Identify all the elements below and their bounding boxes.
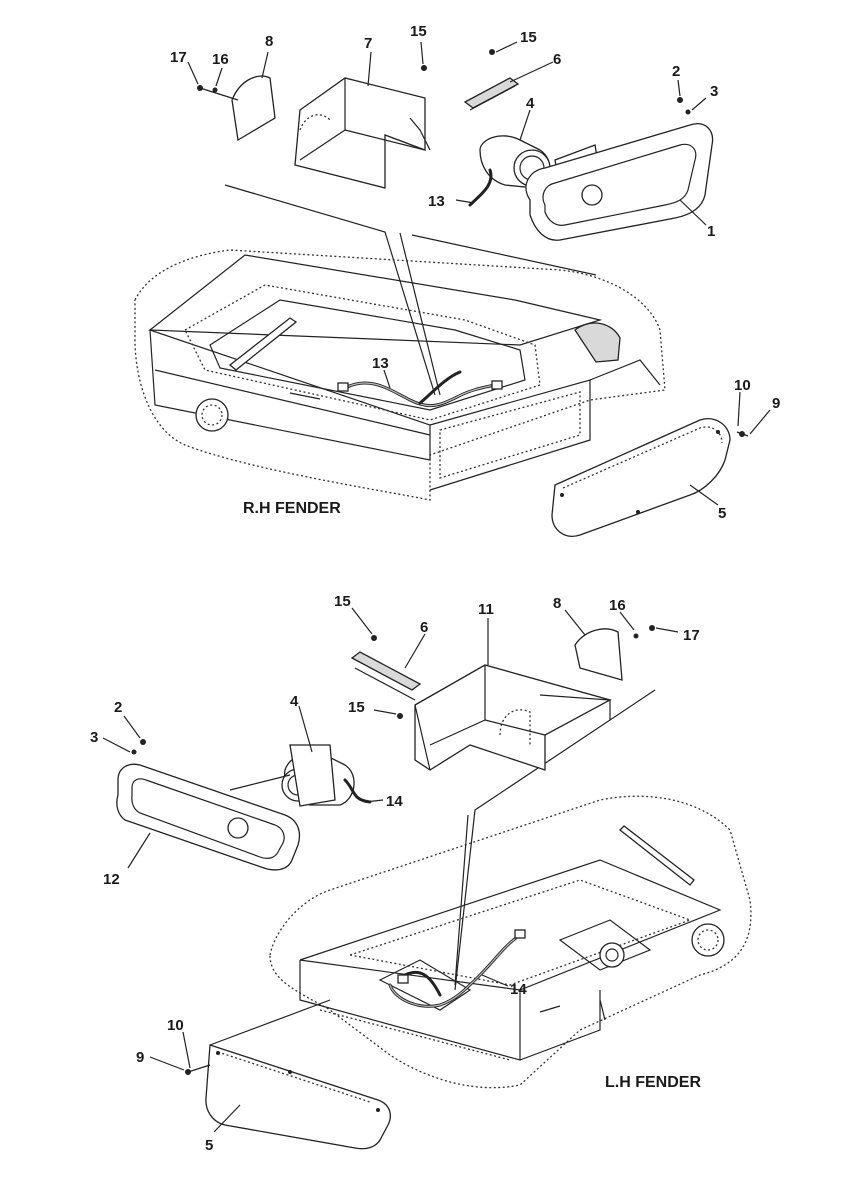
lh-callout-15b: 15 (348, 699, 365, 716)
rh-callout-3: 3 (710, 83, 718, 100)
rh-callout-13: 13 (372, 355, 389, 372)
rh-callout-1: 1 (707, 223, 715, 240)
rh-callout-13-top: 13 (428, 193, 445, 210)
lh-callout-12: 12 (103, 871, 120, 888)
lh-callout-14: 14 (510, 981, 527, 998)
rh-fender-assembly: 17 16 8 7 15 15 6 4 2 3 13 1 13 10 9 5 R… (134, 23, 780, 537)
lh-callout-15a: 15 (334, 593, 351, 610)
lh-callout-5: 5 (205, 1137, 213, 1154)
rh-callout-17: 17 (170, 49, 187, 66)
lh-callout-17: 17 (683, 627, 700, 644)
lh-callout-8: 8 (553, 595, 561, 612)
rh-callout-2: 2 (672, 63, 680, 80)
rh-callout-16: 16 (212, 51, 229, 68)
lh-fender-title: L.H FENDER (605, 1074, 701, 1091)
rh-callout-4: 4 (526, 95, 535, 112)
rh-callout-6: 6 (553, 51, 561, 68)
lh-callout-4: 4 (290, 693, 299, 710)
lh-callout-10: 10 (167, 1017, 184, 1034)
lh-callout-3: 3 (90, 729, 98, 746)
lh-callout-9: 9 (136, 1049, 144, 1066)
rh-callout-7: 7 (364, 35, 372, 52)
lh-fender-assembly: 15 6 11 8 16 17 15 2 4 3 14 12 14 10 9 5… (90, 593, 752, 1154)
rh-callout-5: 5 (718, 505, 726, 522)
lh-callout-11: 11 (478, 601, 494, 618)
rh-callout-15b: 15 (520, 29, 537, 46)
lh-callout-6: 6 (420, 619, 428, 636)
rh-callout-10: 10 (734, 377, 751, 394)
rh-callout-9: 9 (772, 395, 780, 412)
lh-callout-14-top: 14 (386, 793, 403, 810)
rh-callout-15a: 15 (410, 23, 427, 40)
rh-callout-8: 8 (265, 33, 273, 50)
lh-callout-16: 16 (609, 597, 626, 614)
lh-callout-2: 2 (114, 699, 122, 716)
rh-fender-title: R.H FENDER (243, 500, 341, 517)
